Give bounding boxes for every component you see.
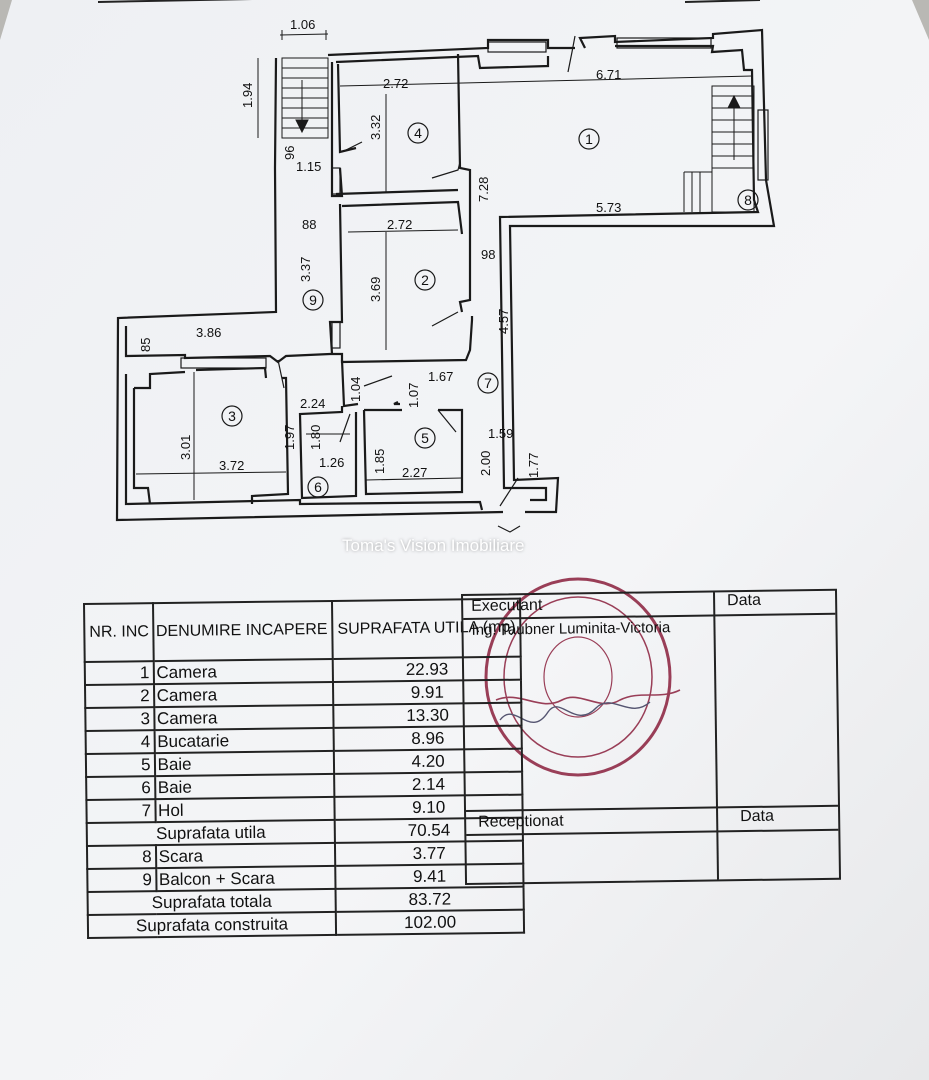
- room-marker: 4: [414, 125, 422, 141]
- executant-name: Ing. Taubner Luminita-Victoria: [471, 619, 671, 639]
- dimension-label: 4.57: [496, 309, 511, 334]
- dimension-label: 1.80: [308, 425, 323, 450]
- dimension-label: 2.27: [402, 465, 427, 480]
- dimension-label: 1.07: [406, 383, 421, 408]
- room-marker: 5: [421, 430, 429, 446]
- windows: [180, 37, 769, 369]
- dimension-label: 2.00: [478, 451, 493, 476]
- dimension-labels: 1.06 1.94 2.72 6.71 3.32 96 1.15 7.28 5.…: [138, 17, 621, 480]
- dimension-label: 85: [138, 338, 153, 352]
- room-marker: 9: [309, 292, 317, 308]
- dimension-label: 96: [282, 146, 297, 160]
- dimension-label: 3.37: [298, 257, 313, 282]
- dimension-label: 98: [481, 247, 495, 262]
- stairs: [281, 57, 755, 213]
- watermark: Toma's Vision Imobiliare: [342, 536, 525, 555]
- dimension-label: 1.59: [488, 426, 513, 441]
- room-marker: 2: [421, 272, 429, 288]
- dimension-lines: [135, 30, 753, 500]
- executant-label: Executant: [471, 596, 543, 615]
- data-label: Data: [740, 807, 775, 826]
- dimension-label: 1.15: [296, 159, 321, 174]
- dimension-label: 1.26: [319, 455, 344, 470]
- dimension-label: 1.04: [348, 377, 363, 402]
- dimension-label: 1.85: [372, 449, 387, 474]
- data-label: Data: [727, 591, 762, 610]
- room-marker: 6: [314, 479, 322, 495]
- room-marker: 1: [585, 131, 593, 147]
- dimension-label: 1.94: [240, 83, 255, 108]
- receptionat-label: Receptionat: [478, 812, 564, 831]
- dimension-label: 3.32: [368, 115, 383, 140]
- room-marker: 3: [228, 408, 236, 424]
- dimension-label: 3.86: [196, 325, 221, 340]
- header-name: DENUMIRE INCAPERE: [152, 600, 333, 662]
- dimension-label: 3.01: [178, 435, 193, 460]
- signature-box: Executant Data Ing. Taubner Luminita-Vic…: [461, 588, 842, 885]
- dimension-label: 6.71: [596, 67, 621, 82]
- dimension-label: 5.73: [596, 200, 621, 215]
- dimension-label: 2.72: [383, 76, 408, 91]
- dimension-label: 1.67: [428, 369, 453, 384]
- dimension-label: 1.06: [290, 17, 315, 32]
- dimension-label: 1.77: [526, 453, 541, 478]
- header-nr: NR. INC: [84, 603, 154, 662]
- dimension-label: 1.97: [282, 425, 297, 450]
- doors: [277, 35, 576, 533]
- room-marker: 8: [744, 192, 752, 208]
- area-table: NR. INC DENUMIRE INCAPERE SUPRAFATA UTIL…: [83, 598, 525, 939]
- walls: [115, 28, 776, 522]
- dimension-label: 2.24: [300, 396, 325, 411]
- dimension-label: 2.72: [387, 217, 412, 232]
- dimension-label: 3.69: [368, 277, 383, 302]
- room-markers: 1 2 3 4 5 6 7 8 9: [221, 122, 759, 498]
- dimension-label: 7.28: [476, 177, 491, 202]
- room-marker: 7: [484, 375, 492, 391]
- dimension-label: 88: [302, 217, 316, 232]
- cadastre-stamp: [484, 577, 681, 777]
- dimension-label: 3.72: [219, 458, 244, 473]
